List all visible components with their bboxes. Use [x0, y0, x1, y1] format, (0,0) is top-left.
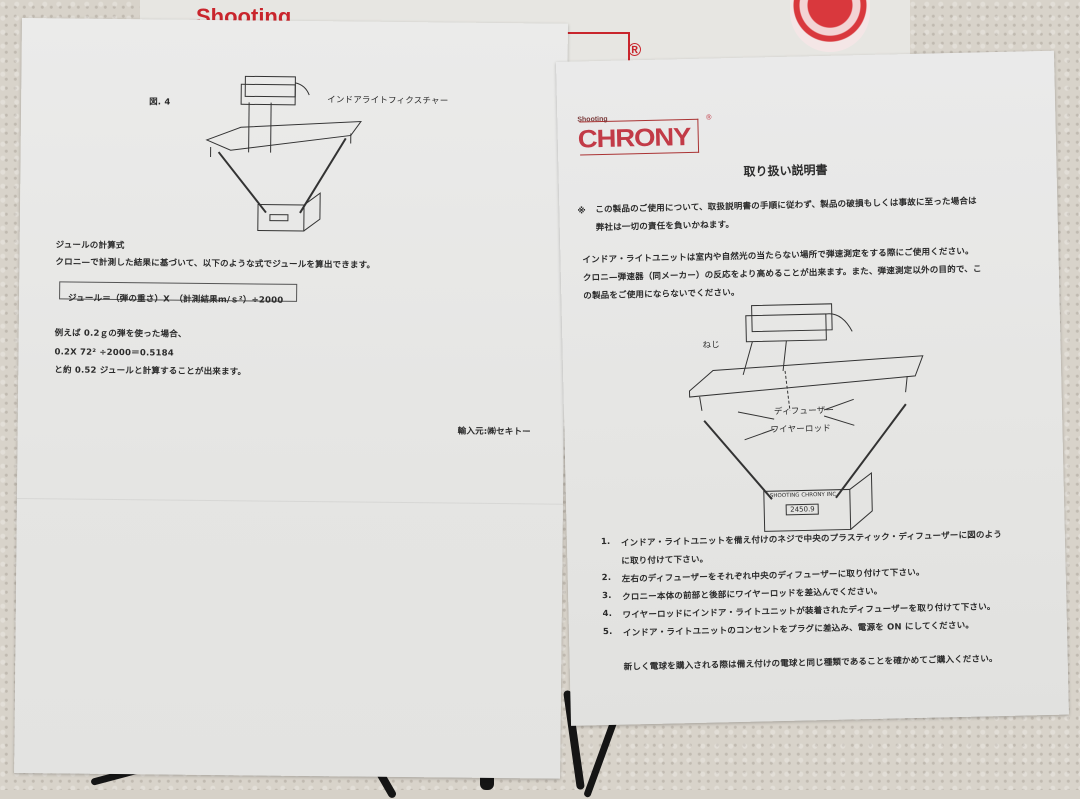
figure-label: 図. 4 [149, 97, 171, 108]
step-2-num: 2. [601, 572, 612, 584]
notice-mark: ※ [577, 206, 586, 217]
paper-fold [16, 497, 563, 505]
manual-title: 取り扱い説明書 [743, 162, 828, 179]
importer-name: 輸入元:㈱セキトー [457, 426, 531, 438]
assembly-diagram [688, 303, 924, 532]
intro-line-2: クロニ—弾速器（同メーカー）の反応をより高めることが出来ます。また、弾速測定以外… [582, 264, 982, 284]
indoor-light-fixture-diagram [205, 75, 362, 232]
left-instruction-sheet: 図. 4 インドアライトフィクスチャー ジュールの計算式 クロニ—で計測した結果… [14, 18, 568, 779]
logo-shooting-text: Shooting [577, 115, 608, 124]
joule-formula: ジュール＝（弾の重さ）X （計測結果m/ｓ²）÷2000 [68, 293, 284, 306]
intro-line-1: インドア・ライトユニットは室内や自然光の当たらない場所で弾速測定をする際にご使用… [582, 246, 974, 266]
step-4-num: 4. [602, 608, 613, 620]
logo-registered-mark: ® [705, 113, 713, 122]
label-diffuser: ディフューザー [773, 405, 835, 418]
example-line-2: 0.2X 72² ÷2000＝0.5184 [54, 347, 174, 359]
device-display-value: 2450.9 [790, 505, 815, 514]
step-1-num: 1. [600, 536, 611, 548]
step-3-num: 3. [602, 590, 612, 602]
step-5-num: 5. [602, 626, 613, 638]
joule-section-title: ジュールの計算式 [55, 240, 125, 252]
footer-note: 新しく電球を購入される際は備え付けの電球と同じ種類であることを確かめてご購入くだ… [623, 654, 998, 673]
intro-line-3: の製品をご使用にならないでください。 [583, 287, 740, 302]
label-screw: ねじ [702, 340, 720, 351]
logo-brand-text: CHRONY [577, 122, 691, 154]
notice-line-1: この製品のご使用について、取扱説明書の手順に従わず、製品の破損もしくは事故に至っ… [595, 196, 977, 216]
right-instruction-sheet: Shooting CHRONY ® 取り扱い説明書 ※ この製品のご使用について… [556, 50, 1069, 726]
chrony-logo: Shooting CHRONY ® [577, 113, 712, 161]
example-line-1: 例えば 0.2ｇの弾を使った場合、 [54, 328, 187, 340]
box-target-graphic [790, 0, 870, 52]
box-logo-frame [558, 32, 630, 72]
notice-line-2: 弊社は一切の責任を負いかねます。 [595, 220, 735, 234]
step-1-cont: に取り付けて下さい。 [621, 554, 709, 567]
formula-box: ジュール＝（弾の重さ）X （計測結果m/ｓ²）÷2000 [59, 281, 298, 306]
box-registered-mark: ® [628, 40, 642, 60]
label-wire-rod: ワイヤーロッド [770, 423, 832, 436]
joule-intro: クロニ—で計測した結果に基づいて、以下のような式でジュールを算出できます。 [55, 257, 376, 271]
step-2-text: 左右のディフューザーをそれぞれ中央のディフューザーに取り付けて下さい。 [621, 567, 925, 585]
step-3-text: クロニー本体の前部と後部にワイヤーロッドを差込んでください。 [622, 586, 883, 603]
example-line-3: と約 0.52 ジュールと計算することが出来ます。 [54, 365, 247, 378]
step-5-text: インドア・ライトユニットのコンセントをプラグに差込み、電源を ON にしてくださ… [622, 620, 975, 639]
step-4-text: ワイヤーロッドにインドア・ライトユニットが装着されたディフューザーを取り付けて下… [622, 602, 996, 621]
